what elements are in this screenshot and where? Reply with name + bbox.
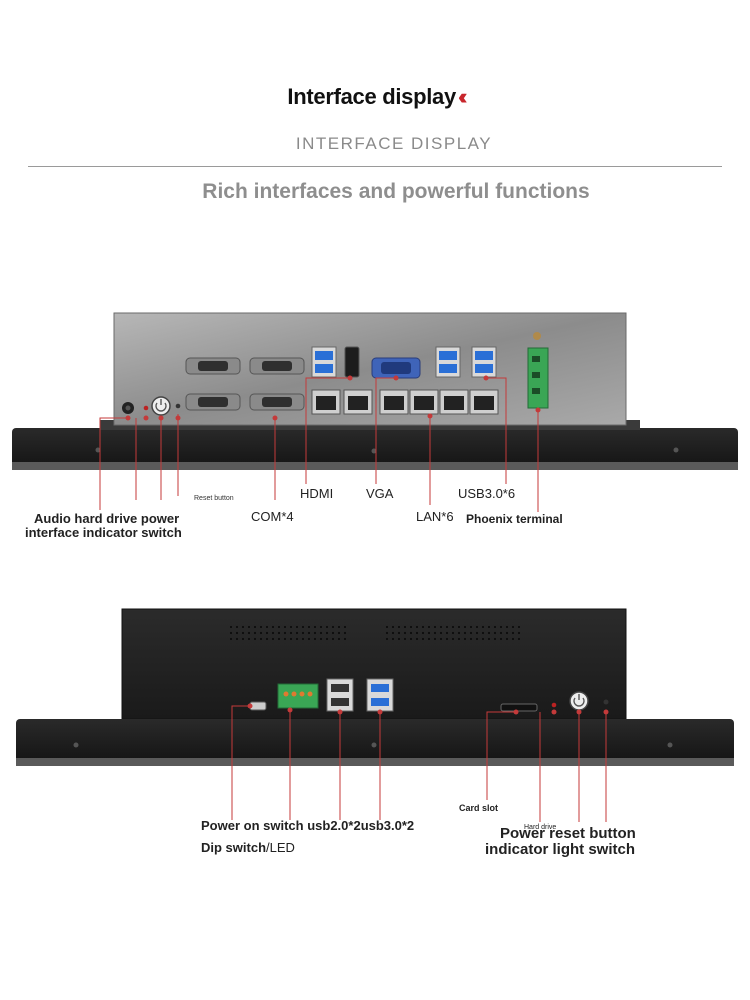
hdd-led-icon bbox=[143, 405, 149, 411]
label-card-slot: Card slot bbox=[459, 803, 499, 813]
screw-icon bbox=[95, 447, 101, 453]
top-bezel-edge bbox=[12, 462, 738, 470]
label-power-reset-line2: indicator light switch bbox=[485, 841, 636, 858]
lan-ports bbox=[311, 389, 499, 415]
label-hdmi: HDMI bbox=[300, 486, 334, 501]
tagline: Rich interfaces and powerful functions bbox=[202, 180, 590, 203]
power-button-icon bbox=[151, 396, 171, 416]
top-device bbox=[12, 312, 738, 512]
label-power-reset-line1: Power reset button bbox=[500, 825, 636, 842]
label-vga: VGA bbox=[366, 486, 394, 501]
usb20-2-text: usb2.0*2 bbox=[307, 818, 361, 833]
screw-icon bbox=[73, 742, 79, 748]
led-text: /LED bbox=[266, 840, 295, 855]
dip-switch-icon bbox=[277, 683, 319, 709]
usb2-ports bbox=[326, 678, 354, 712]
label-com4: COM*4 bbox=[251, 509, 294, 524]
label-phoenix-terminal: Phoenix terminal bbox=[466, 512, 563, 526]
label-audio-line2: interface indicator switch bbox=[25, 525, 182, 540]
page-title: Interface display‹‹ bbox=[0, 84, 750, 110]
usb30-2-text: usb3.0*2 bbox=[360, 818, 415, 833]
bottom-front-bezel bbox=[16, 719, 734, 763]
bottom-device bbox=[16, 608, 734, 822]
usb3-ports-right bbox=[435, 346, 497, 378]
vent-grille bbox=[230, 622, 350, 644]
screw-icon bbox=[371, 742, 377, 748]
dip-switch-text: Dip switch bbox=[201, 840, 267, 855]
reset-button-icon bbox=[175, 403, 181, 409]
screw-icon bbox=[673, 447, 679, 453]
page-subtitle: INTERFACE DISPLAY bbox=[295, 134, 493, 153]
label-audio-line1: Audio hard drive power bbox=[34, 511, 180, 526]
bottom-callout-lines bbox=[231, 705, 607, 822]
screw-icon bbox=[371, 448, 377, 454]
title-text: Interface display bbox=[287, 84, 456, 109]
top-callout-lines bbox=[99, 377, 539, 512]
divider bbox=[28, 166, 722, 167]
hdd-led-icon bbox=[551, 702, 557, 708]
label-dip-switch: Dip switch/LED bbox=[201, 840, 295, 855]
com-ports bbox=[185, 357, 305, 411]
reset-button-icon bbox=[603, 699, 609, 705]
usb3-ports-bottom bbox=[366, 678, 394, 712]
label-lan6: LAN*6 bbox=[416, 509, 454, 524]
chevron-left-icon: ‹‹ bbox=[457, 84, 467, 109]
label-usb30-6: USB3.0*6 bbox=[458, 486, 516, 501]
label-power-on-switch: Power on switch usb2.0*2usb3.0*2 bbox=[201, 818, 414, 833]
usb3-ports-left bbox=[311, 346, 337, 378]
vent-grille bbox=[386, 622, 522, 644]
screw-icon bbox=[667, 742, 673, 748]
top-front-bezel bbox=[12, 428, 738, 468]
label-reset-button: Reset button bbox=[194, 495, 234, 502]
power-on-switch-text: Power on switch bbox=[201, 818, 304, 833]
label-hard-drive: Hard drive bbox=[524, 824, 557, 831]
hdmi-port-icon bbox=[344, 346, 360, 378]
card-slot-icon bbox=[500, 703, 538, 712]
